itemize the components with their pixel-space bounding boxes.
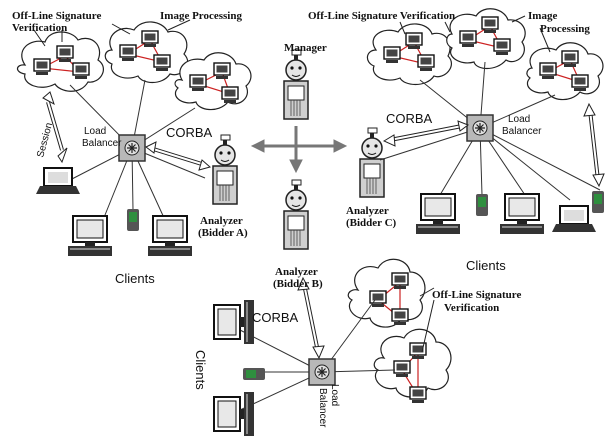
label-load-balancer-left-1: Load — [84, 126, 106, 137]
label-analyzer-b-2: (Bidder B) — [273, 278, 323, 290]
label-clients-left: Clients — [115, 271, 155, 286]
label-offline-sig-bottom-2: Verification — [444, 302, 499, 314]
callout-lines-left — [33, 23, 131, 47]
cloud-image-processing-right-a — [446, 8, 526, 70]
label-image-processing-right-1: Image — [528, 10, 557, 22]
label-load-balancer-right-2: Balancer — [502, 126, 542, 137]
label-offline-sig-left-2: Verification — [12, 22, 67, 34]
label-offline-sig-left-1: Off-Line Signature — [12, 10, 101, 22]
label-corba-right: CORBA — [386, 111, 433, 126]
client-laptop-right — [551, 205, 597, 233]
session-arrow — [42, 91, 68, 164]
cloud-image-processing-right-b — [526, 42, 604, 101]
links-bottom — [239, 299, 396, 411]
label-offline-sig-right: Off-Line Signature Verification — [308, 10, 455, 22]
label-corba-left: CORBA — [166, 125, 213, 140]
client-desktop-left-2 — [147, 215, 193, 257]
callout-line-imgproc-left — [167, 19, 191, 31]
label-clients-bottom: Clients — [193, 350, 208, 390]
client-desktop-right-2 — [499, 193, 545, 235]
client-laptop-left — [35, 167, 81, 195]
client-pda-right-2 — [592, 191, 604, 213]
label-load-balancer-right-1: Load — [508, 114, 530, 125]
callout-lines-bottom — [419, 287, 435, 353]
corba-arrow-bottom — [297, 276, 325, 360]
cloud-offline-sig-right — [366, 23, 453, 86]
label-session: Session — [35, 122, 55, 159]
label-image-processing-left: Image Processing — [160, 10, 242, 22]
client-pda-bottom — [243, 368, 265, 380]
client-pda-right-1 — [476, 194, 488, 216]
analyzer-bidder-a — [212, 134, 238, 205]
right-vertical-arrow — [583, 102, 605, 188]
label-analyzer-a-1: Analyzer — [200, 215, 243, 227]
load-balancer-bottom — [308, 358, 336, 386]
corba-arrow-right — [382, 120, 470, 147]
cloud-image-processing-left-b — [174, 52, 252, 111]
client-desktop-bottom-2 — [213, 391, 255, 437]
label-corba-bottom: CORBA — [252, 310, 299, 325]
corba-arrow-left — [145, 141, 212, 171]
client-desktop-right-1 — [415, 193, 461, 235]
callout-lines-right — [399, 15, 551, 53]
manager-agent — [283, 49, 309, 120]
cloud-offline-sig-bottom-a — [347, 258, 426, 328]
label-load-balancer-bottom-2: Balancer — [317, 388, 328, 428]
label-load-balancer-bottom-1: Load — [329, 384, 340, 406]
cloud-image-processing-left-a — [104, 21, 189, 84]
label-clients-right: Clients — [466, 258, 506, 273]
cloud-offline-sig-left — [16, 31, 104, 92]
load-balancer-left — [118, 134, 146, 162]
label-analyzer-c-1: Analyzer — [346, 205, 389, 217]
label-image-processing-right-2: Processing — [540, 23, 590, 35]
load-balancer-right — [466, 114, 494, 142]
label-load-balancer-left-2: Balancer — [82, 138, 122, 149]
cloud-offline-sig-bottom-b — [373, 328, 452, 404]
client-desktop-left-1 — [67, 215, 113, 257]
client-pda-left — [127, 209, 139, 231]
client-desktop-bottom-1 — [213, 299, 255, 345]
analyzer-bidder-c — [359, 127, 385, 198]
label-analyzer-c-2: (Bidder C) — [346, 217, 397, 229]
label-offline-sig-bottom-1: Off-Line Signature — [432, 289, 521, 301]
label-analyzer-a-2: (Bidder A) — [198, 227, 248, 239]
manager-arrows — [250, 126, 348, 174]
analyzer-bidder-b — [283, 179, 309, 250]
label-analyzer-b-1: Analyzer — [275, 266, 318, 278]
label-manager: Manager — [284, 42, 327, 54]
